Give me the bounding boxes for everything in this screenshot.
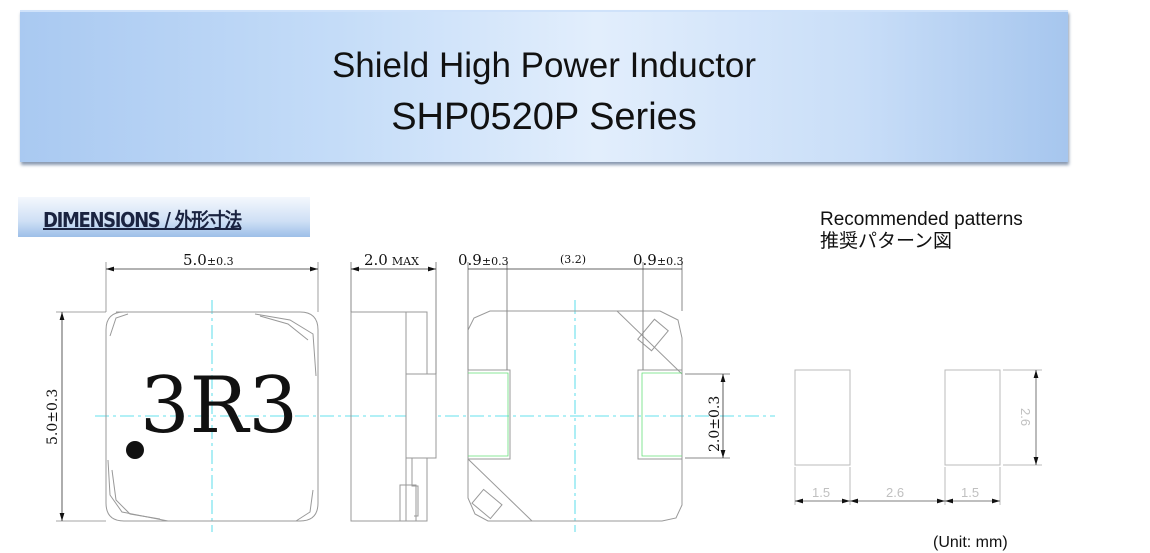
- dimensions-section-header: DIMENSIONS / 外形寸法: [18, 197, 310, 237]
- center-lines: [95, 300, 775, 532]
- width-dim: 5.0±0.3: [183, 251, 234, 269]
- pad-gap-dim: (3.2): [560, 253, 586, 266]
- part-marking: 3R3: [140, 361, 298, 451]
- series-title: SHP0520P Series: [391, 96, 697, 138]
- bottom-view: [467, 262, 730, 522]
- unit-note: (Unit: mm): [933, 534, 1008, 551]
- rec-pad-height: 2.6: [1018, 408, 1033, 426]
- recommended-pattern: [794, 369, 1042, 505]
- dimensions-heading: DIMENSIONS / 外形寸法: [43, 208, 242, 232]
- rec-pad-width-left: 1.5: [812, 485, 830, 500]
- title-banner: Shield High Power Inductor SHP0520P Seri…: [20, 10, 1068, 162]
- polarity-dot: [126, 441, 144, 459]
- product-title: Shield High Power Inductor: [331, 46, 757, 85]
- side-view: [350, 262, 437, 522]
- height-dim: 5.0±0.3: [45, 389, 61, 445]
- rec-pad-width-right: 1.5: [961, 485, 979, 500]
- recommended-patterns-heading: Recommended patterns 推奨パターン図: [820, 209, 1023, 253]
- left-pad-dim: 0.9±0.3: [458, 251, 509, 269]
- front-view: [105, 311, 319, 522]
- recommended-title-jp: 推奨パターン図: [820, 231, 953, 252]
- pad-inner-lines: [468, 372, 682, 457]
- recommended-title-en: Recommended patterns: [820, 209, 1023, 230]
- right-pad-dim: 0.9±0.3: [633, 251, 684, 269]
- pad-height-dim: 2.0±0.3: [707, 396, 723, 452]
- rec-gap: 2.6: [886, 485, 904, 500]
